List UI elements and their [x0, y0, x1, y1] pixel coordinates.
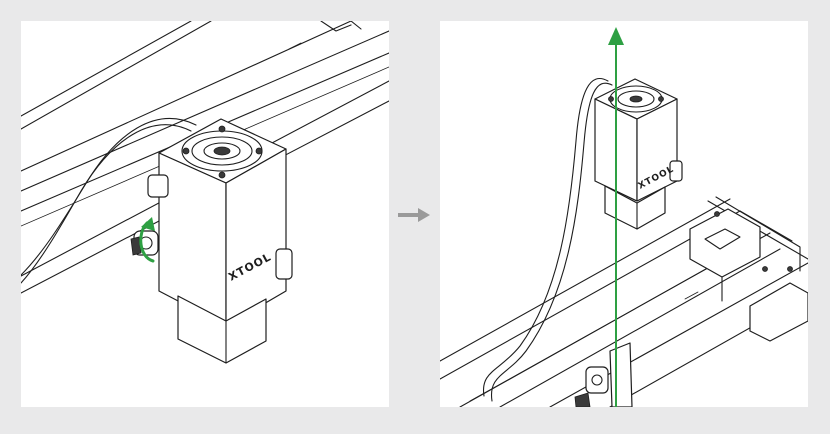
laser-module: XTOOL: [158, 118, 293, 364]
arrow-right-icon: [398, 207, 432, 223]
lift-arrow-icon: [608, 27, 624, 407]
cable: [482, 78, 609, 397]
laser-module: XTOOL: [594, 78, 683, 230]
step-2-illustration: XTOOL: [440, 27, 808, 407]
step-1-illustration: XTOOL: [21, 21, 389, 364]
mount-knob[interactable]: [130, 174, 169, 256]
mount-bracket: [574, 342, 633, 407]
step-1-panel: XTOOL: [21, 21, 389, 407]
step-2-panel: XTOOL: [440, 21, 808, 407]
rotate-arrow-icon: [139, 217, 155, 263]
